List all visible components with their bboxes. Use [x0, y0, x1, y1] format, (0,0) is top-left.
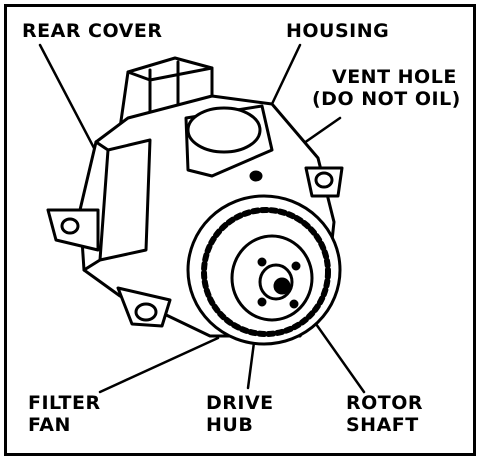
rotor-shaft [273, 277, 291, 295]
foot-hole-right [314, 171, 334, 189]
motor-body [46, 56, 344, 346]
hub-bolt [257, 257, 267, 267]
filter-fan-ring [201, 207, 331, 337]
rear-cover-band [82, 140, 110, 272]
label-drive-hub-line2: HUB [206, 414, 254, 436]
foot-hole-left [60, 217, 80, 235]
hub-bolt [257, 297, 267, 307]
leader-rear-cover [38, 43, 96, 150]
diagram-frame [4, 4, 476, 456]
hub-bolt [291, 261, 301, 271]
label-rear-cover: REAR COVER [22, 20, 163, 42]
rear-cover-inner [98, 138, 152, 262]
vent-hole [249, 170, 263, 182]
label-vent-hole-line1: VENT HOLE [332, 66, 457, 88]
label-filter-fan-line1: FILTER [28, 392, 101, 414]
label-drive-hub-line1: DRIVE [206, 392, 274, 414]
foot-hole-bottom [134, 302, 158, 322]
label-filter-fan-line2: FAN [28, 414, 71, 436]
hub-bolt [289, 299, 299, 309]
housing-dome [186, 106, 262, 154]
mounting-foot-bottom [116, 286, 172, 328]
terminal-block-top [126, 66, 214, 82]
label-housing: HOUSING [286, 20, 390, 42]
label-vent-hole-line2: (DO NOT OIL) [312, 88, 461, 110]
mounting-foot-left [46, 208, 100, 252]
leader-filter-fan [98, 336, 220, 394]
label-rotor-shaft-line2: SHAFT [346, 414, 419, 436]
mounting-foot-right [304, 166, 344, 198]
label-rotor-shaft-line1: ROTOR [346, 392, 424, 414]
leader-housing [270, 43, 302, 106]
